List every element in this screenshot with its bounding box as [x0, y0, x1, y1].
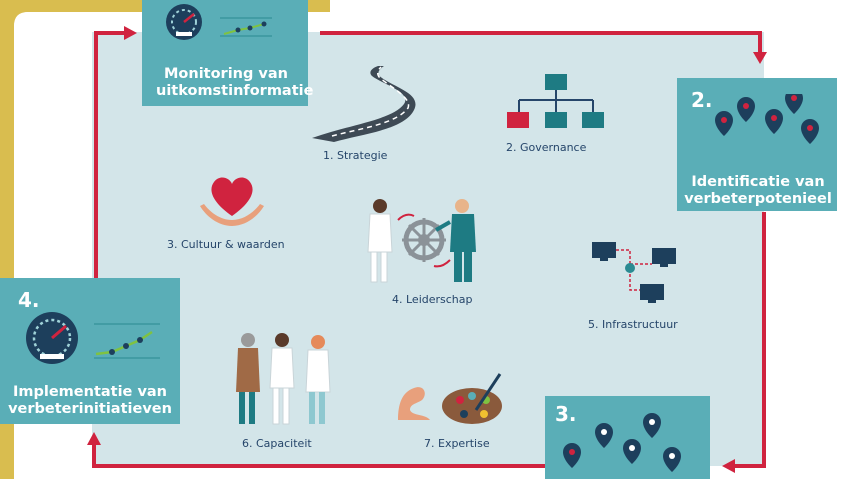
identificatie-title: Identificatie van verbeterpotenieel: [684, 174, 832, 207]
monitoring-box: Monitoring van uitkomstinformatie: [142, 0, 314, 106]
leiderschap-label: 4. Leiderschap: [392, 293, 473, 306]
expertise-icon: [398, 373, 502, 424]
org-chart-icon: [507, 74, 604, 128]
verbeter-number: 3.: [555, 402, 577, 426]
network-icon: [592, 242, 676, 303]
road-icon: [312, 66, 416, 142]
gauge-icon: [26, 312, 160, 364]
expertise-label: 7. Expertise: [424, 437, 490, 450]
cultuur-label: 3. Cultuur & waarden: [167, 238, 285, 251]
verbeter-box: 3.: [545, 396, 710, 479]
identificatie-number: 2.: [691, 88, 713, 112]
infrastructuur-label: 5. Infrastructuur: [588, 318, 678, 331]
strategie-label: 1. Strategie: [323, 149, 388, 162]
implementatie-box: 4. Implementatie van verbeterinitiatieve…: [0, 278, 180, 424]
leadership-icon: [367, 199, 476, 283]
capaciteit-label: 6. Capaciteit: [242, 437, 312, 450]
location-pins-icon: [715, 94, 819, 144]
gauge-icon: [166, 4, 272, 40]
implementatie-title: Implementatie van verbeterinitiatieven: [8, 384, 172, 417]
location-pins-icon: [563, 413, 681, 472]
monitoring-title: Monitoring van uitkomstinformatie: [156, 66, 314, 99]
heart-hands-icon: [200, 177, 264, 226]
identificatie-box: 2. Identificatie van verbeterpotenieel: [677, 78, 837, 211]
implementatie-number: 4.: [18, 288, 40, 312]
governance-label: 2. Governance: [506, 141, 587, 154]
staff-icon: [236, 333, 331, 425]
